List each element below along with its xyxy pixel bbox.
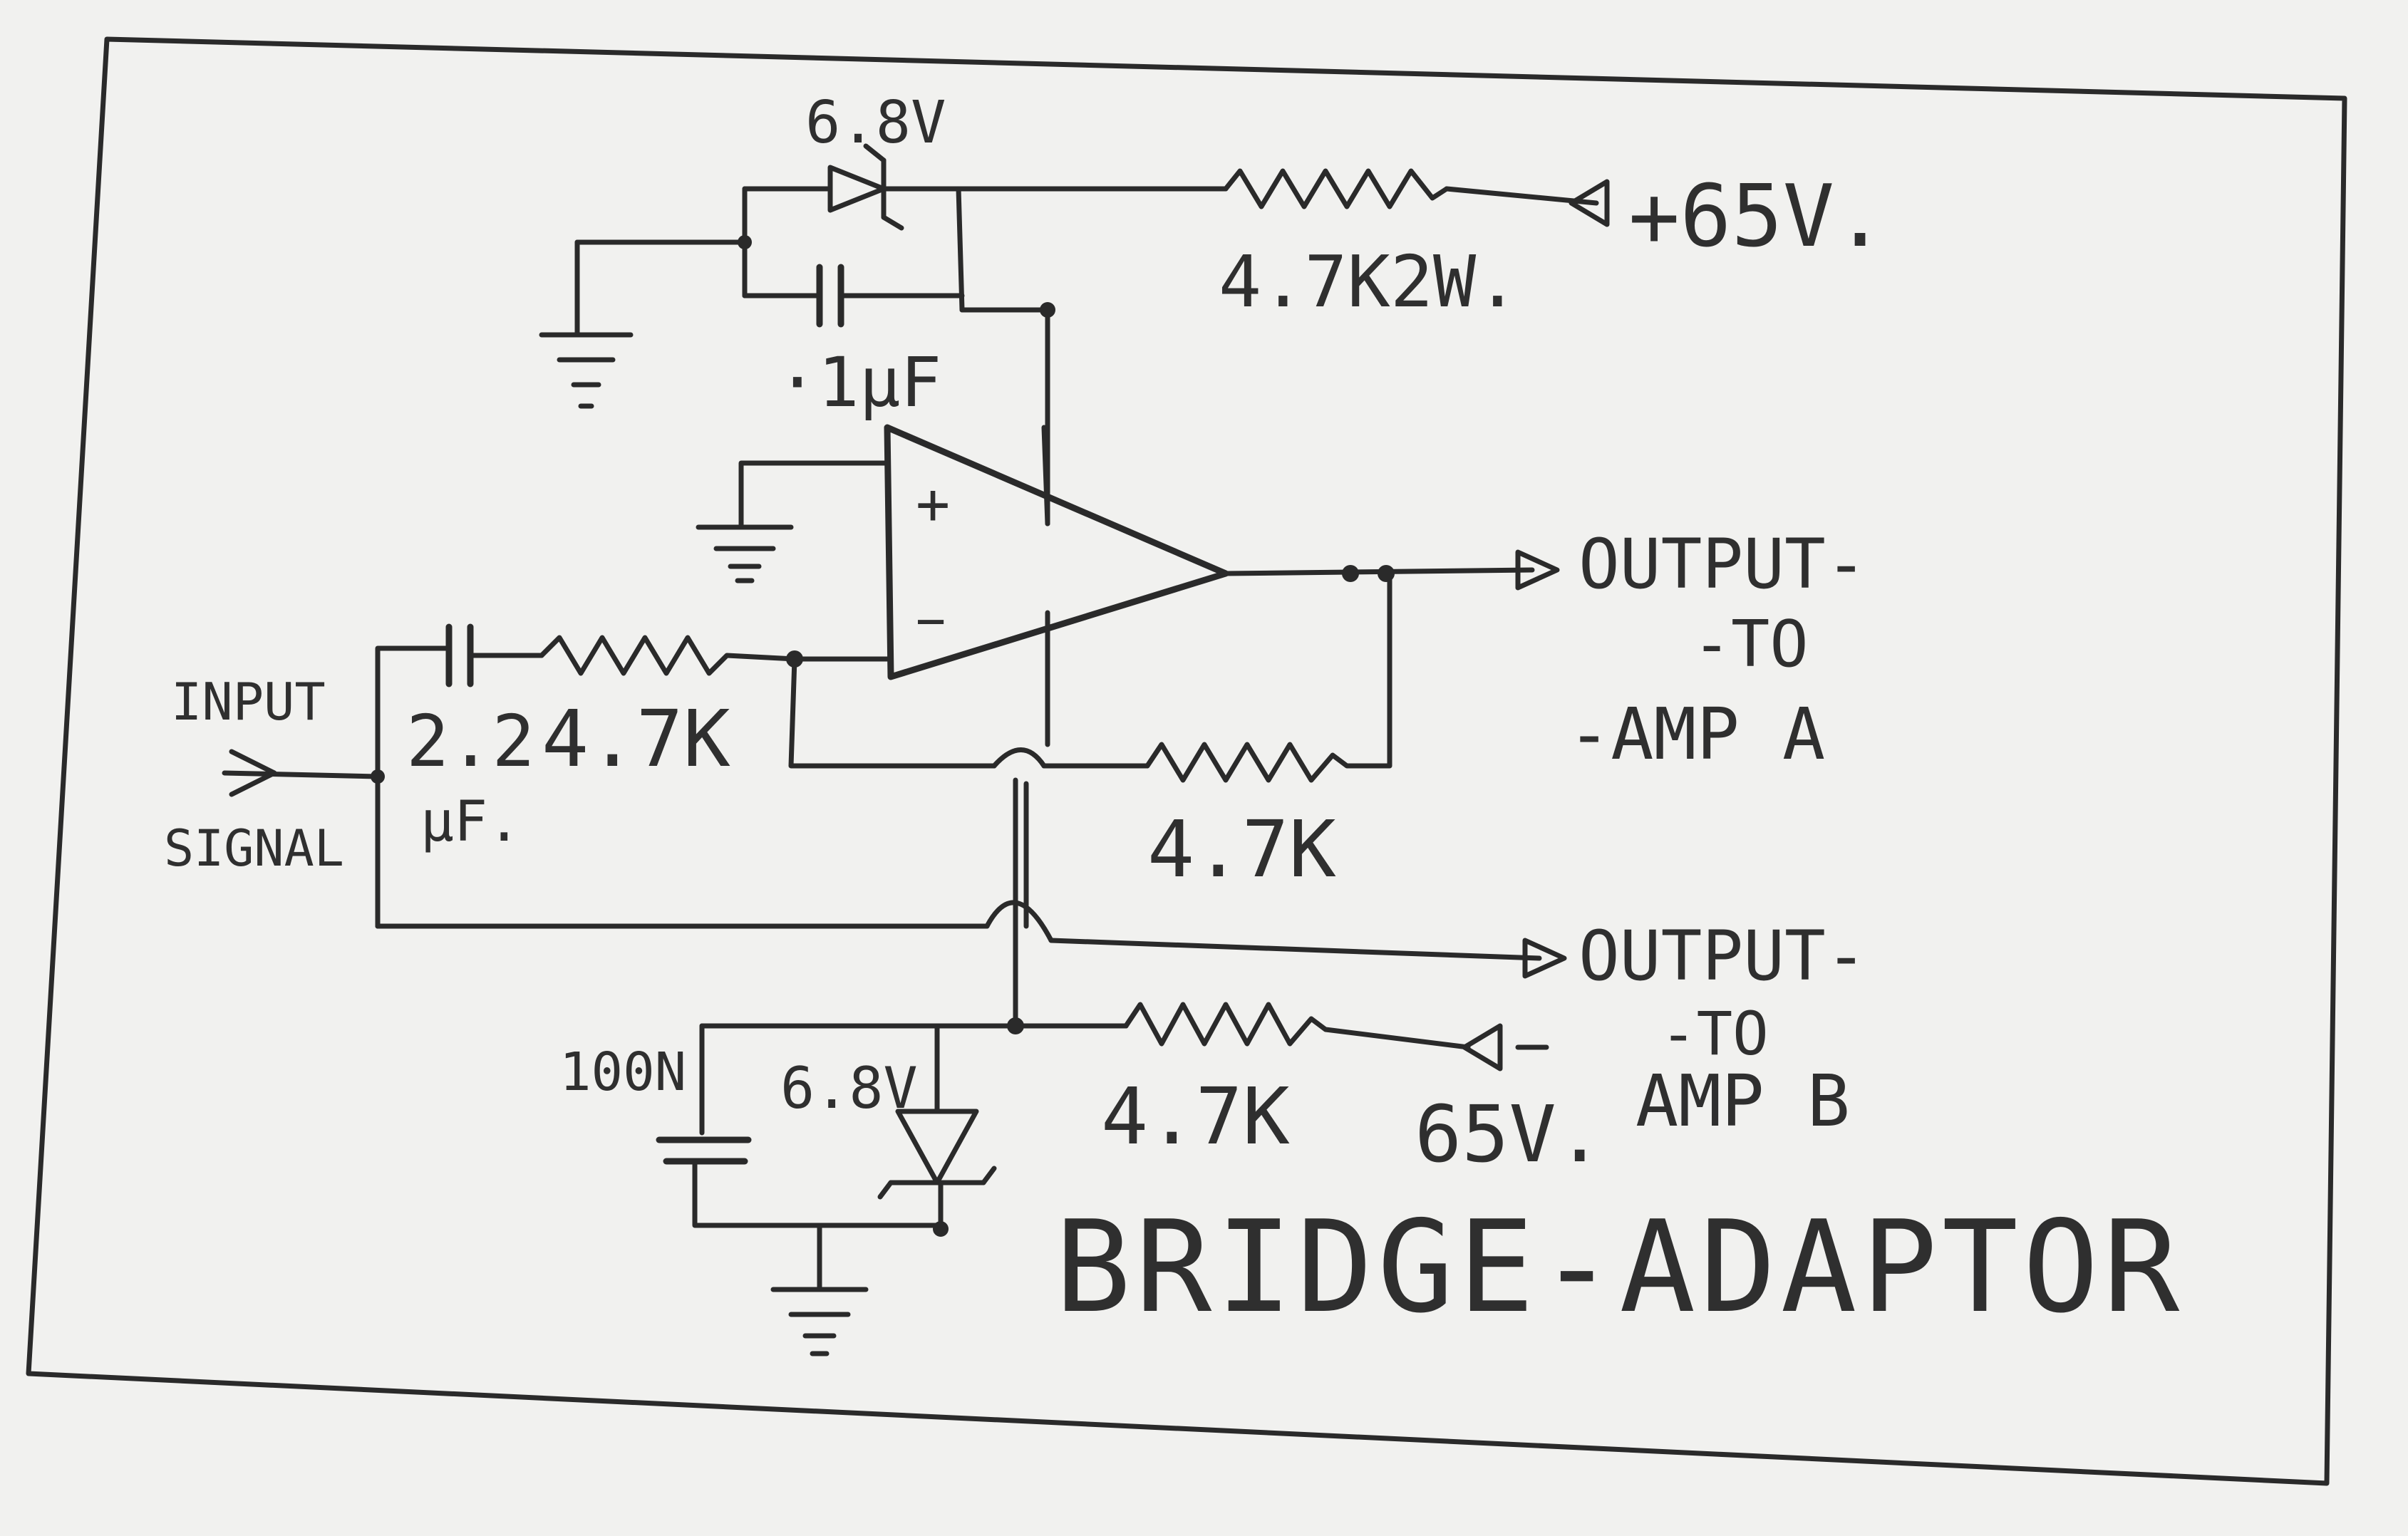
output-b-line3: AMP B xyxy=(1636,1059,1850,1143)
cap-input-unit: μF. xyxy=(420,790,521,854)
output-b-arrow xyxy=(1522,938,1567,979)
output-a-arrow xyxy=(1515,549,1560,591)
output-a-line2: -TO xyxy=(1693,607,1809,682)
supply-positive-terminal xyxy=(1569,179,1610,227)
output-a-line3: -AMP A xyxy=(1568,692,1825,776)
op-amp xyxy=(884,424,1229,680)
input-arrow xyxy=(222,749,385,797)
capacitor-top-label: ·1μF xyxy=(777,343,941,422)
ground-symbol-top xyxy=(539,239,744,409)
supply-negative-label: 65V. xyxy=(1415,1089,1603,1180)
output-b-line1: OUTPUT- xyxy=(1578,916,1867,996)
resistor-bottom-4.7k xyxy=(1013,1002,1471,1050)
resistor-input-label: 4.7K xyxy=(542,693,730,784)
ground-symbol-plus-input xyxy=(696,460,890,583)
zener-diode-bottom xyxy=(877,1023,997,1235)
cap-input-value: 2.2 xyxy=(406,700,535,783)
resistor-input-4.7k xyxy=(539,635,797,676)
zener-top-label: 6.8V xyxy=(805,89,946,157)
opamp-plus-label: + xyxy=(916,471,950,537)
border-frame xyxy=(26,36,2347,1486)
supply-positive-label: +65V. xyxy=(1628,167,1886,266)
resistor-feedback-4.7k xyxy=(1041,571,1392,783)
capacitor-bottom-label: 100N xyxy=(559,1042,686,1103)
zener-diode-top xyxy=(742,143,961,231)
supply-negative-terminal xyxy=(1462,1023,1549,1071)
resistor-feedback-label: 4.7K xyxy=(1147,804,1336,895)
resistor-top-4.7k-2w xyxy=(956,168,1599,209)
ground-symbol-bottom xyxy=(770,1223,869,1356)
opamp-minus-label: − xyxy=(916,591,946,650)
output-b-line2: -TO xyxy=(1660,999,1769,1069)
input-label: INPUT xyxy=(171,672,326,732)
signal-label: SIGNAL xyxy=(164,819,344,878)
diagram-title: BRIDGE-ADAPTOR xyxy=(1055,1193,2184,1341)
capacitor-input-2.2uf xyxy=(375,623,544,929)
zener-bottom-label: 6.8V xyxy=(780,1055,918,1121)
output-a-line1: OUTPUT- xyxy=(1578,524,1867,604)
capacitor-0.1uf xyxy=(742,264,965,328)
resistor-top-label: 4.7K2W. xyxy=(1219,240,1519,323)
resistor-bottom-label: 4.7K xyxy=(1101,1071,1290,1162)
capacitor-100n xyxy=(656,1023,944,1228)
